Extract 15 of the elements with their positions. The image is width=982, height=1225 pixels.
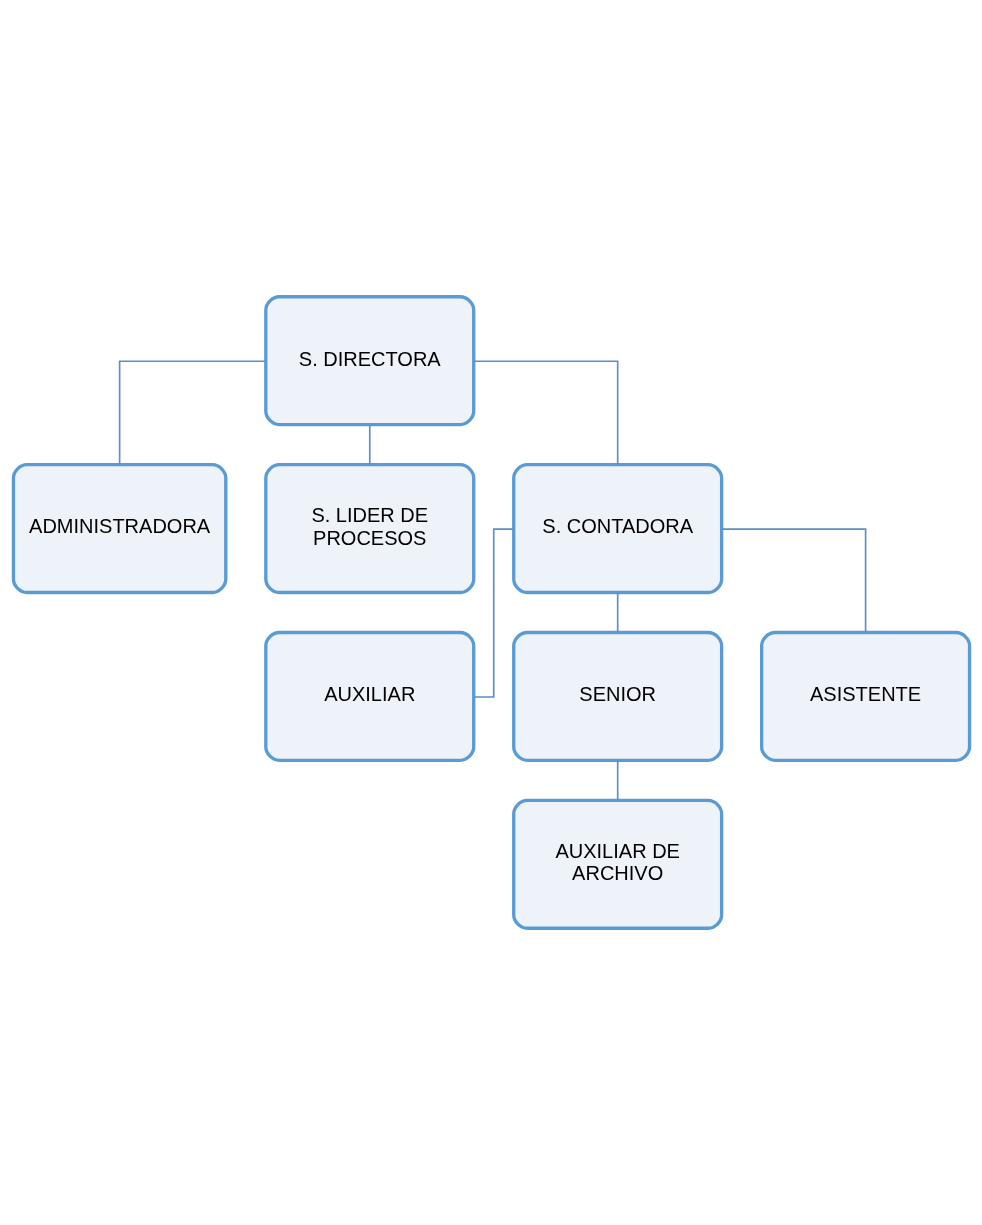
- node-box: S. CONTADORA: [511, 462, 723, 595]
- connector: [368, 423, 371, 466]
- connector: [472, 528, 514, 698]
- node-box: AUXILIAR DE ARCHIVO: [511, 798, 723, 930]
- node-box: S. LIDER DE PROCESOS: [263, 462, 475, 595]
- connector: [616, 591, 618, 634]
- connector: [118, 360, 266, 466]
- node-box: ADMINISTRADORA: [11, 462, 227, 595]
- node-box: AUXILIAR: [263, 630, 475, 763]
- connector: [616, 759, 618, 802]
- node-box: S. DIRECTORA: [263, 295, 475, 427]
- node-box: SENIOR: [511, 630, 723, 763]
- connector: [720, 528, 866, 634]
- connector: [472, 360, 618, 466]
- node-box: ASISTENTE: [759, 630, 971, 763]
